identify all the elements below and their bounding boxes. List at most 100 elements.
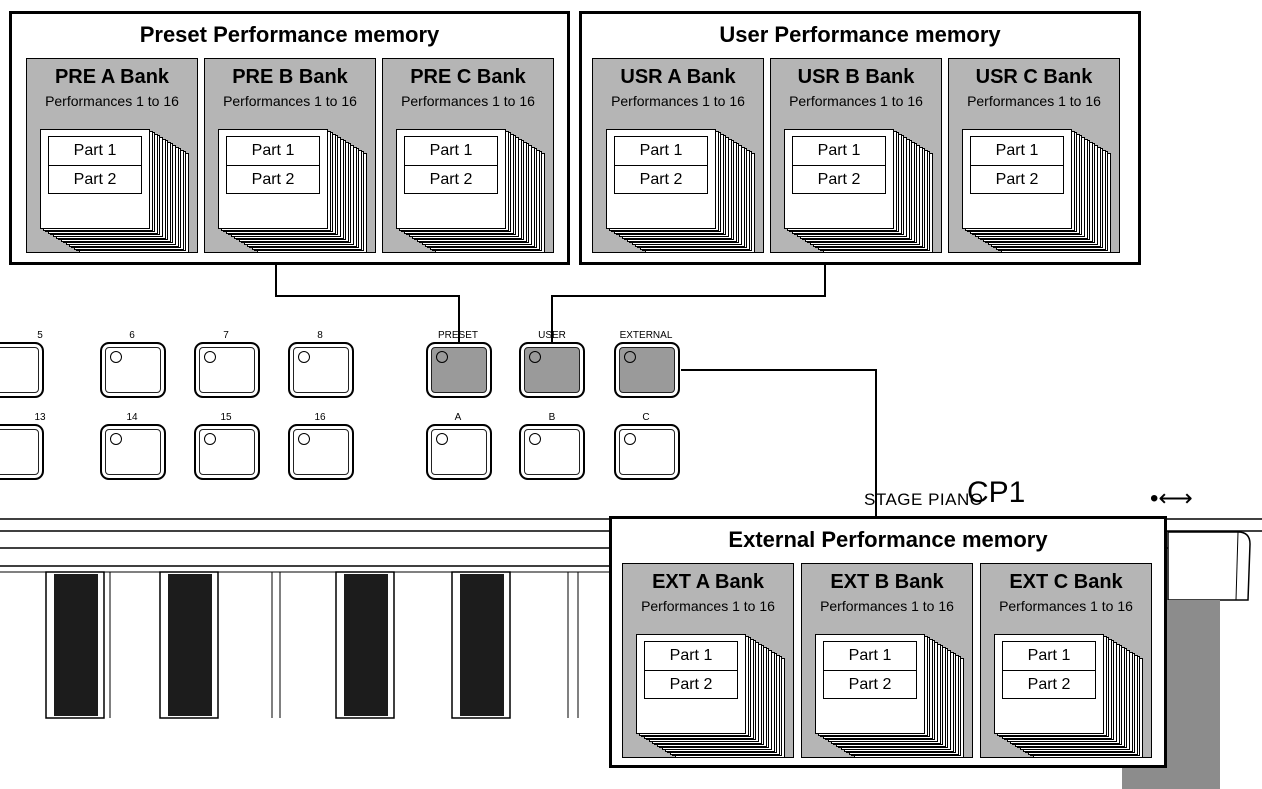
bank-name: EXT C Bank	[1009, 571, 1123, 593]
bank-name: PRE B Bank	[232, 66, 348, 88]
group-title: User Performance memory	[719, 22, 1001, 47]
black-keys	[45, 571, 511, 719]
group-title: External Performance memory	[728, 527, 1048, 552]
part-2-label: Part 2	[1003, 670, 1095, 698]
part-1-label: Part 1	[251, 142, 295, 159]
bank-range: Performances 1 to 16	[967, 93, 1101, 109]
led-icon	[529, 433, 541, 445]
bank-a-button[interactable]	[426, 424, 492, 480]
parts-box: Part 1 Part 2	[644, 641, 738, 699]
button-label-13: 13	[34, 412, 46, 423]
led-icon	[436, 351, 448, 363]
button-label-16: 16	[314, 412, 326, 423]
white-key-dividers	[109, 572, 579, 718]
part-1-label: Part 1	[669, 647, 713, 664]
button-label-6: 6	[129, 330, 135, 341]
led-icon	[529, 351, 541, 363]
bank-name: USR B Bank	[797, 66, 915, 88]
end-cap-line	[1235, 531, 1239, 601]
part-2-label: Part 2	[615, 165, 707, 193]
bank-range: Performances 1 to 16	[641, 598, 775, 614]
user-memory-group: User Performance memory USR A Bank Perfo…	[579, 11, 1141, 265]
black-key-face	[344, 574, 388, 716]
button-8[interactable]	[288, 342, 354, 398]
led-icon	[624, 433, 636, 445]
button-label-user: USER	[538, 330, 566, 341]
button-label-preset: PRESET	[437, 330, 478, 341]
button-7[interactable]	[194, 342, 260, 398]
part-2-label: Part 2	[227, 165, 319, 193]
led-icon	[204, 433, 216, 445]
external-memory-group: External Performance memory EXT A Bank P…	[609, 516, 1167, 768]
button-5[interactable]	[0, 342, 44, 398]
bank-name: EXT A Bank	[652, 571, 764, 593]
performance-sheet-front: Part 1 Part 2	[40, 129, 150, 229]
performance-sheet-front: Part 1 Part 2	[396, 129, 506, 229]
user-connector	[551, 264, 826, 342]
parts-box: Part 1 Part 2	[1002, 641, 1096, 699]
part-2-label: Part 2	[49, 165, 141, 193]
part-1-label: Part 1	[848, 647, 892, 664]
performance-sheet-front: Part 1 Part 2	[636, 634, 746, 734]
bank-range: Performances 1 to 16	[401, 93, 535, 109]
performance-sheet-front: Part 1 Part 2	[606, 129, 716, 229]
group-title: Preset Performance memory	[139, 22, 440, 47]
led-icon	[298, 351, 310, 363]
button-label-5: 5	[37, 330, 43, 341]
parts-box: Part 1 Part 2	[614, 136, 708, 194]
button-label-14: 14	[126, 412, 138, 423]
parts-box: Part 1 Part 2	[404, 136, 498, 194]
external-connector	[681, 369, 877, 516]
button-label-b: B	[548, 412, 556, 423]
bank-name: USR C Bank	[975, 66, 1093, 88]
bank-name: PRE A Bank	[54, 66, 170, 88]
part-2-label: Part 2	[793, 165, 885, 193]
parts-box: Part 1 Part 2	[48, 136, 142, 194]
model-prefix: STAGE PIANO	[864, 490, 984, 509]
button-15[interactable]	[194, 424, 260, 480]
button-14[interactable]	[100, 424, 166, 480]
led-icon	[110, 433, 122, 445]
button-label-c: C	[642, 412, 650, 423]
part-1-label: Part 1	[1027, 647, 1071, 664]
part-1-label: Part 1	[429, 142, 473, 159]
part-1-label: Part 1	[639, 142, 683, 159]
button-6[interactable]	[100, 342, 166, 398]
performance-sheet-front: Part 1 Part 2	[994, 634, 1104, 734]
model-name: CP1	[967, 476, 1026, 509]
part-1-label: Part 1	[995, 142, 1039, 159]
preset-button[interactable]	[426, 342, 492, 398]
part-1-label: Part 1	[817, 142, 861, 159]
usb-icon: •⟷	[1150, 485, 1193, 512]
user-button[interactable]	[519, 342, 585, 398]
black-key-face	[54, 574, 98, 716]
bank-range: Performances 1 to 16	[999, 598, 1133, 614]
button-label-8: 8	[317, 330, 323, 341]
button-16[interactable]	[288, 424, 354, 480]
bank-b-button[interactable]	[519, 424, 585, 480]
button-label-external: EXTERNAL	[619, 330, 673, 341]
part-1-label: Part 1	[73, 142, 117, 159]
button-13[interactable]	[0, 424, 44, 480]
external-button[interactable]	[614, 342, 680, 398]
led-icon	[436, 433, 448, 445]
parts-box: Part 1 Part 2	[792, 136, 886, 194]
part-2-label: Part 2	[645, 670, 737, 698]
button-label-7: 7	[223, 330, 229, 341]
led-icon	[204, 351, 216, 363]
bank-c-button[interactable]	[614, 424, 680, 480]
bank-name: EXT B Bank	[830, 571, 944, 593]
preset-memory-group: Preset Performance memory PRE A Bank Per…	[9, 11, 570, 265]
led-icon	[298, 433, 310, 445]
performance-sheet-front: Part 1 Part 2	[784, 129, 894, 229]
part-2-label: Part 2	[405, 165, 497, 193]
